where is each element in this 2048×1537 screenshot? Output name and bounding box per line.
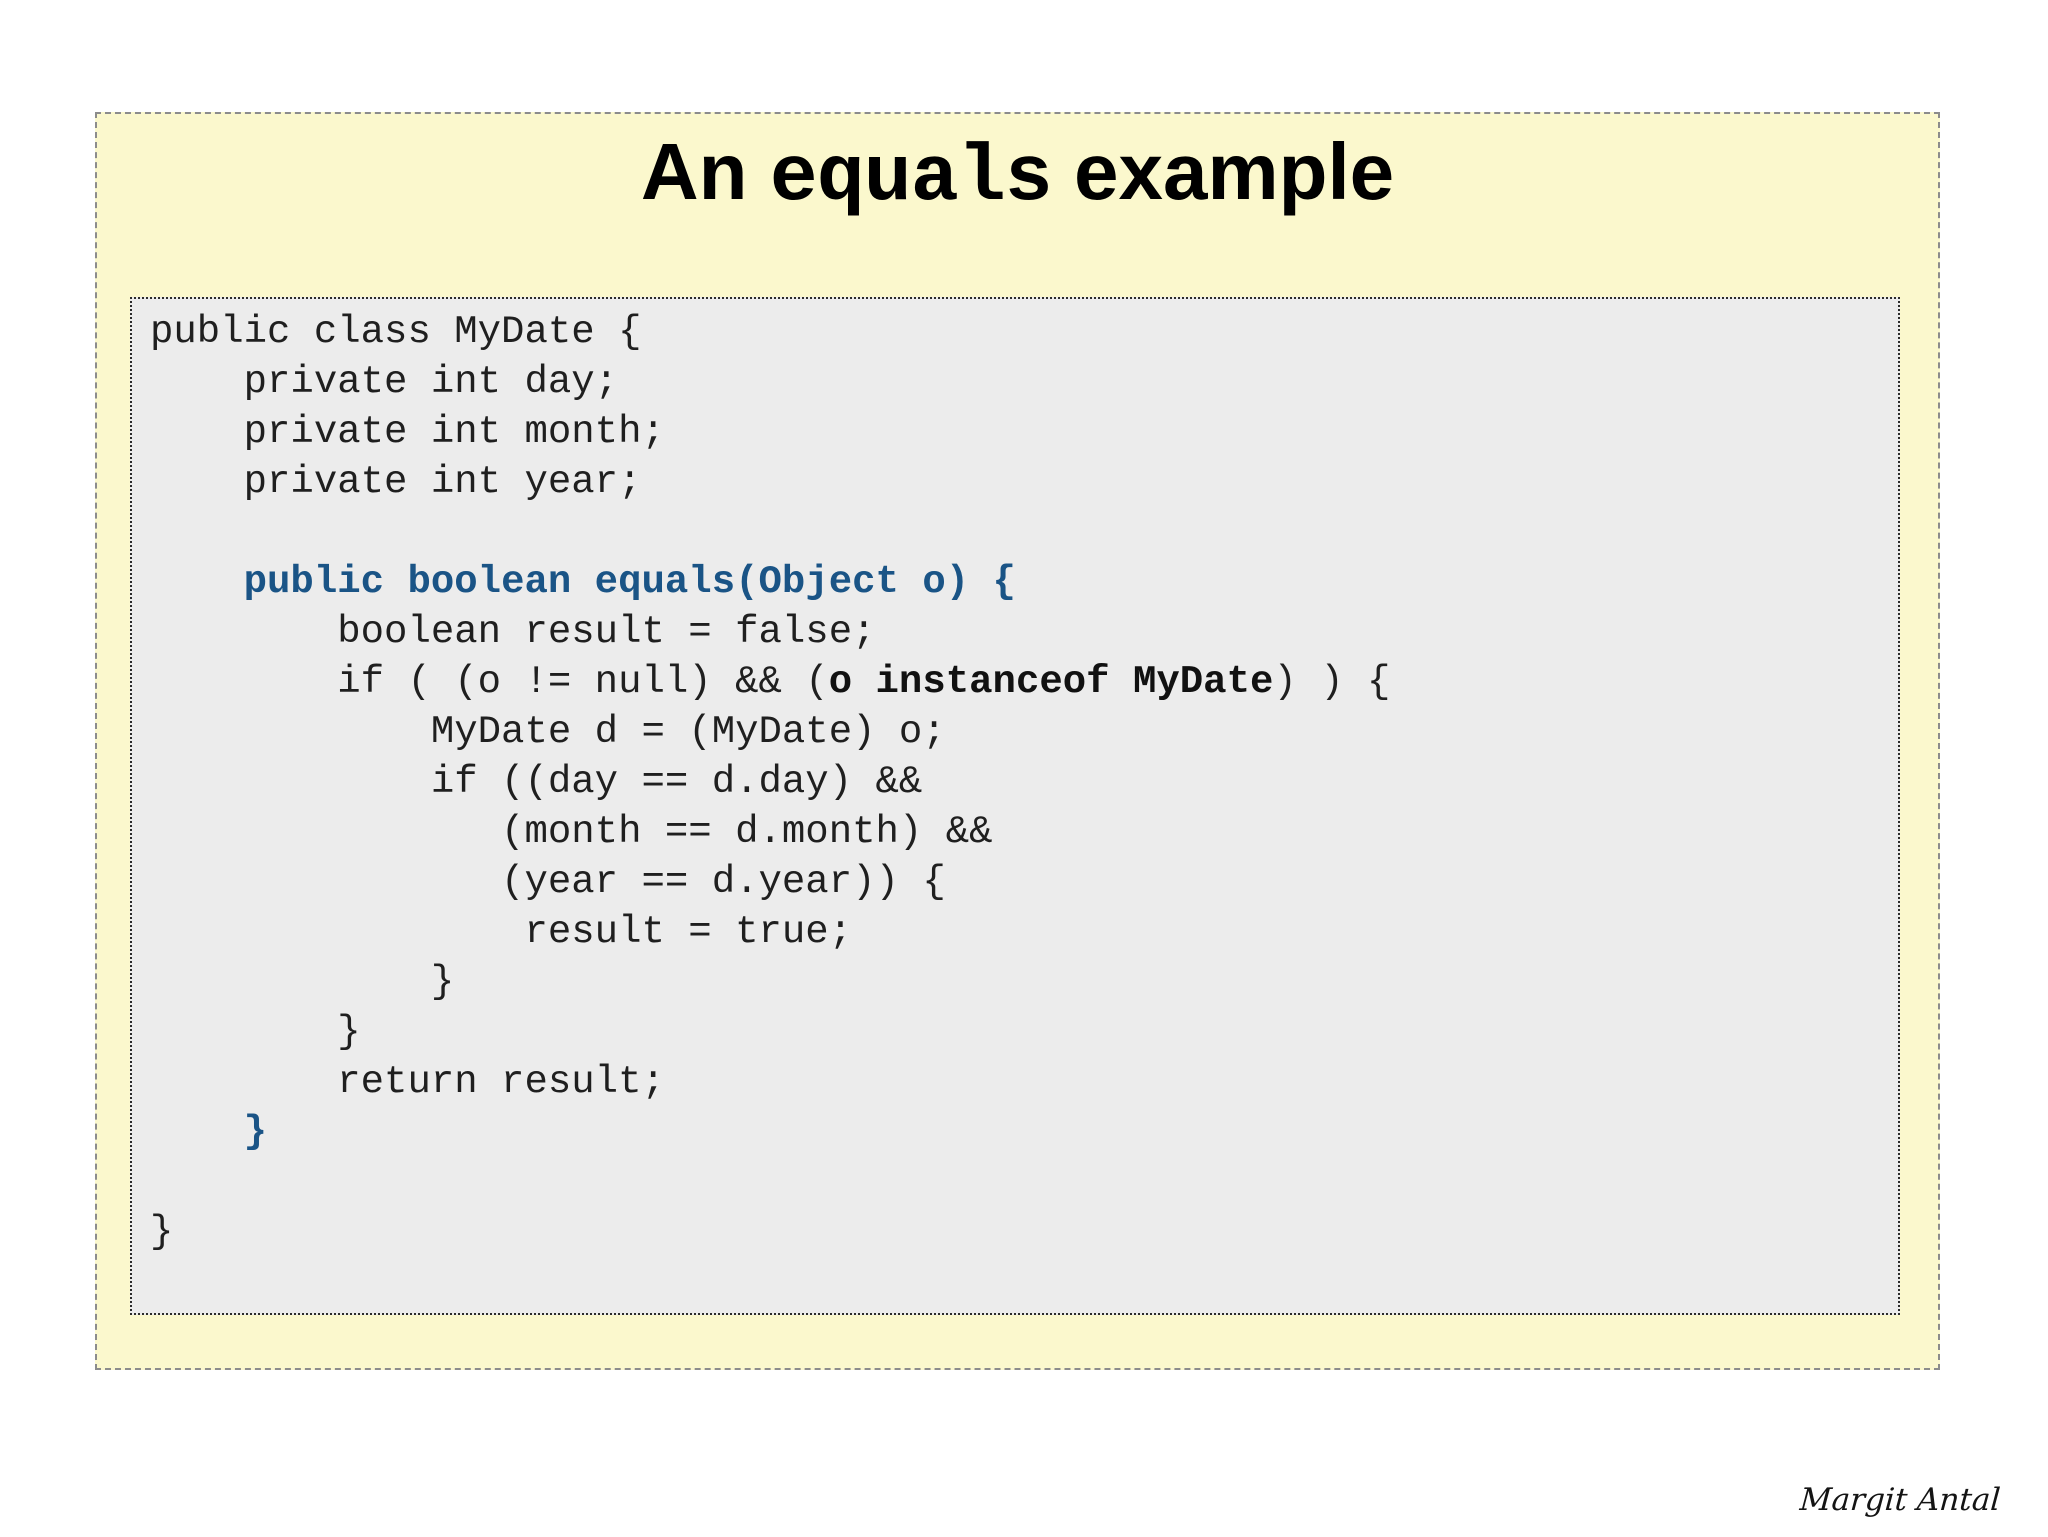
code-segment: } (150, 960, 455, 1004)
code-segment: if ( (o != null) && ( (150, 660, 829, 704)
code-segment: private int month; (150, 410, 665, 454)
code-segment: if ((day == d.day) && (150, 760, 923, 804)
code-segment: } (150, 1010, 361, 1054)
code-segment: return result; (150, 1060, 665, 1104)
code-segment: boolean result = false; (150, 610, 876, 654)
title-text-suffix: example (1051, 127, 1395, 216)
code-segment: private int day; (150, 360, 619, 404)
code-block: public class MyDate { private int day; p… (150, 307, 1880, 1257)
code-segment: } (150, 1210, 174, 1254)
code-segment: private int year; (150, 460, 642, 504)
title-text-prefix: An (640, 127, 770, 216)
code-segment: public boolean equals(Object o) { (243, 560, 1016, 604)
code-panel: public class MyDate { private int day; p… (130, 297, 1900, 1315)
code-segment (150, 560, 244, 604)
code-segment: o instanceof MyDate (828, 660, 1274, 704)
slide-title: An equals example (97, 130, 1938, 221)
author-signature: Margit Antal (1798, 1482, 2002, 1518)
code-segment: public class MyDate { (150, 310, 642, 354)
slide: An equals example public class MyDate { … (95, 112, 1940, 1370)
code-segment: ) ) { (1273, 660, 1391, 704)
code-segment: } (243, 1110, 268, 1154)
code-segment: MyDate d = (MyDate) o; (150, 710, 946, 754)
title-code-word: equals (769, 133, 1053, 224)
code-segment: result = true; (150, 910, 853, 954)
code-segment: (year == d.year)) { (150, 860, 946, 904)
code-segment: (month == d.month) && (150, 810, 993, 854)
code-segment (150, 1110, 244, 1154)
